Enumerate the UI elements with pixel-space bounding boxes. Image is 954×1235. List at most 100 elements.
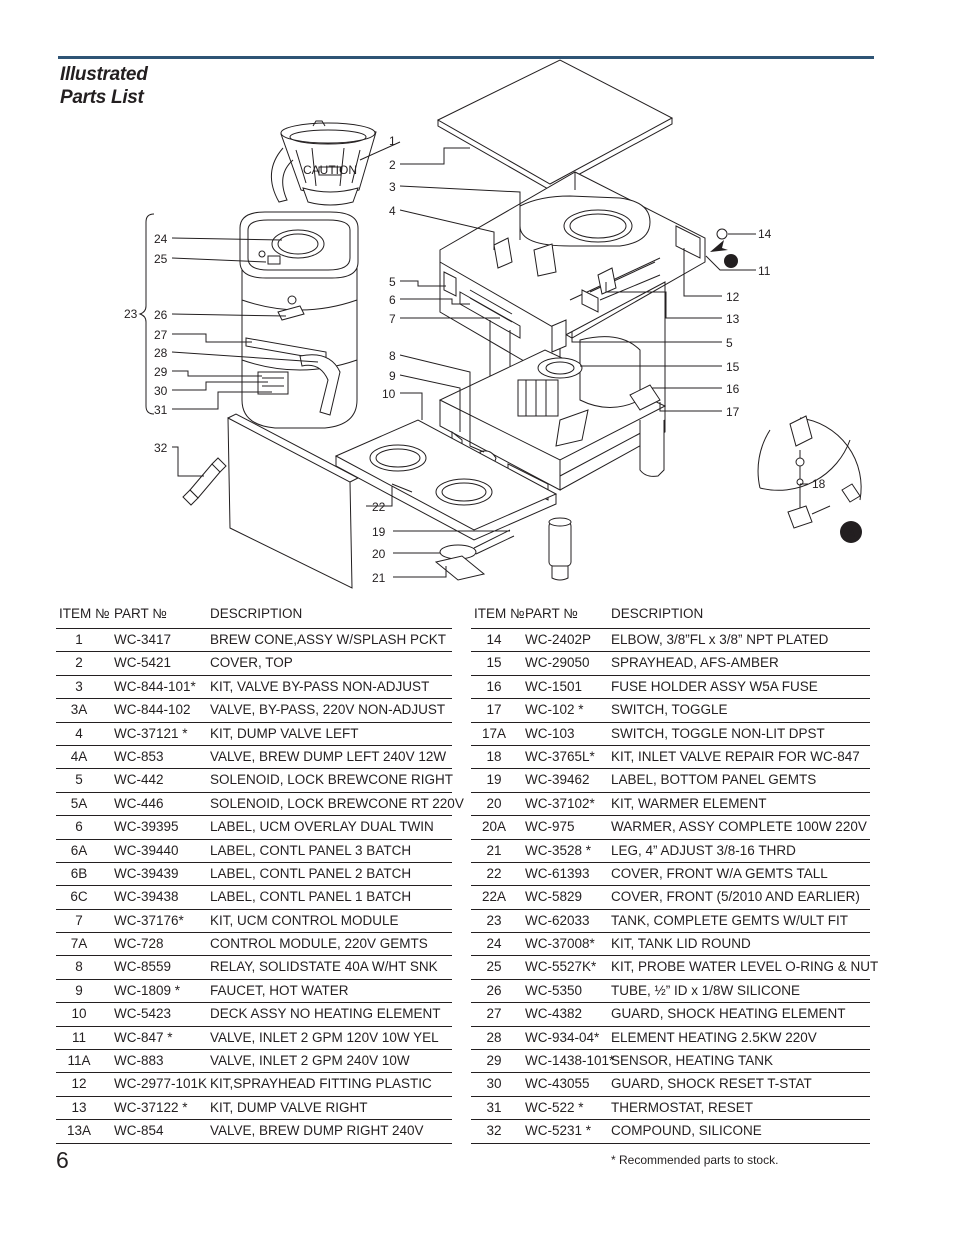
cell-description: KIT, VALVE BY-PASS NON-ADJUST bbox=[210, 678, 430, 694]
cell-part: WC-1501 bbox=[525, 678, 583, 694]
cell-item: 11A bbox=[67, 1053, 91, 1069]
cell-part: WC-39462 bbox=[525, 772, 590, 788]
cell-part: WC-5829 bbox=[525, 889, 583, 905]
cell-item: 30 bbox=[486, 1076, 502, 1092]
cell-part: WC-39438 bbox=[114, 889, 179, 905]
callout-11: 11 bbox=[758, 264, 771, 278]
cell-description: TUBE, ½” ID x 1/8W SILICONE bbox=[611, 982, 801, 998]
cell-item: 19 bbox=[486, 772, 502, 788]
cell-item: 5 bbox=[75, 772, 83, 788]
cell-description: LEG, 4” ADJUST 3/8-16 THRD bbox=[611, 842, 796, 858]
cell-part: WC-854 bbox=[114, 1123, 164, 1139]
callout-30: 30 bbox=[154, 384, 168, 398]
callout-14: 14 bbox=[758, 227, 772, 241]
callout-6: 6 bbox=[389, 293, 396, 307]
cell-part: WC-39439 bbox=[114, 865, 179, 881]
cell-description: CONTROL MODULE, 220V GEMTS bbox=[210, 936, 428, 952]
cell-part: WC-103 bbox=[525, 725, 575, 741]
cell-part: WC-844-102 bbox=[114, 702, 191, 718]
callout-21: 21 bbox=[372, 571, 386, 585]
callout-17: 17 bbox=[726, 405, 740, 419]
cell-item: 13 bbox=[71, 1099, 87, 1115]
cell-description: RELAY, SOLIDSTATE 40A W/HT SNK bbox=[210, 959, 438, 975]
cell-part: WC-446 bbox=[114, 795, 164, 811]
cell-item: 9 bbox=[75, 982, 83, 998]
front-cover-drawing bbox=[227, 413, 360, 589]
cell-item: 16 bbox=[486, 678, 502, 694]
callout-25: 25 bbox=[154, 252, 168, 266]
cell-item: 6B bbox=[70, 865, 88, 881]
cell-part: WC-8559 bbox=[114, 959, 172, 975]
cell-description: GUARD, SHOCK RESET T-STAT bbox=[611, 1076, 812, 1092]
cell-item: 3A bbox=[70, 702, 88, 718]
cell-part: WC-2402P bbox=[525, 632, 592, 647]
cell-description: LABEL, BOTTOM PANEL GEMTS bbox=[611, 772, 817, 788]
cell-part: WC-5421 bbox=[114, 655, 172, 671]
silicone-tube-drawing bbox=[182, 457, 227, 506]
cell-description: WARMER, ASSY COMPLETE 100W 220V bbox=[611, 819, 867, 835]
cell-item: 15 bbox=[486, 655, 502, 671]
cell-description: KIT, UCM CONTROL MODULE bbox=[210, 912, 399, 928]
cell-item: 7A bbox=[70, 936, 88, 952]
cell-part: WC-37121 * bbox=[114, 725, 188, 741]
cell-item: 10 bbox=[71, 1006, 87, 1022]
header-rule bbox=[58, 56, 874, 59]
cell-item: 17A bbox=[481, 725, 507, 741]
callout-3: 3 bbox=[389, 180, 396, 194]
cell-item: 3 bbox=[75, 678, 83, 694]
detail-a-drawing bbox=[757, 415, 862, 529]
callout-4: 4 bbox=[389, 204, 396, 218]
cell-description: COMPOUND, SILICONE bbox=[611, 1123, 762, 1139]
cell-item: 1 bbox=[75, 632, 83, 647]
cell-description: COVER, FRONT W/A GEMTS TALL bbox=[611, 865, 828, 881]
cell-part: WC-1809 * bbox=[114, 982, 181, 998]
callout-19: 19 bbox=[372, 525, 386, 539]
detail-a-badge-label: A bbox=[847, 526, 856, 540]
leg-drawing bbox=[548, 517, 572, 581]
cell-part: WC-37176* bbox=[114, 912, 184, 928]
cell-description: LABEL, CONTL PANEL 2 BATCH bbox=[210, 865, 412, 881]
cell-item: 5A bbox=[70, 795, 88, 811]
callout-29: 29 bbox=[154, 365, 168, 379]
cell-description: SWITCH, TOGGLE bbox=[611, 702, 728, 718]
cell-description: SOLENOID, LOCK BREWCONE RIGHT bbox=[210, 772, 454, 788]
cell-item: 14 bbox=[486, 632, 502, 647]
callout-9: 9 bbox=[389, 369, 396, 383]
cell-description: VALVE, BY-PASS, 220V NON-ADJUST bbox=[210, 702, 446, 718]
callout-10: 10 bbox=[382, 387, 396, 401]
table-row: 3A WC-844-102 VALVE, BY-PASS, 220V NON-ADJ… bbox=[56, 699, 452, 723]
cell-part: WC-975 bbox=[525, 819, 575, 835]
detail-a-arrow-icon bbox=[710, 240, 728, 252]
cell-description: KIT, DUMP VALVE LEFT bbox=[210, 725, 359, 741]
callout-22: 22 bbox=[372, 500, 386, 514]
cell-description: DECK ASSY NO HEATING ELEMENT bbox=[210, 1006, 441, 1022]
cell-item: 8 bbox=[75, 959, 83, 975]
header-part: PART № bbox=[114, 606, 167, 621]
cell-description: SPRAYHEAD, AFS-AMBER bbox=[611, 655, 779, 671]
cell-item: 32 bbox=[486, 1123, 502, 1139]
callout-18: 18 bbox=[812, 477, 826, 491]
cell-item: 31 bbox=[486, 1099, 502, 1115]
cell-item: 29 bbox=[486, 1053, 502, 1069]
table-header-left: ITEM № PART № DESCRIPTION bbox=[56, 603, 452, 628]
cell-part: WC-4382 bbox=[525, 1006, 583, 1022]
leader-lines bbox=[171, 141, 808, 578]
cell-item: 4A bbox=[70, 748, 88, 764]
cell-description: VALVE, BREW DUMP RIGHT 240V bbox=[210, 1123, 424, 1139]
cell-part: WC-5231 * bbox=[525, 1123, 592, 1139]
warmer-deck-drawing bbox=[334, 419, 558, 541]
cell-item: 26 bbox=[486, 982, 502, 998]
cell-description: ELEMENT HEATING 2.5KW 220V bbox=[611, 1029, 817, 1045]
cell-description: ELBOW, 3/8”FL x 3/8” NPT PLATED bbox=[611, 632, 829, 647]
